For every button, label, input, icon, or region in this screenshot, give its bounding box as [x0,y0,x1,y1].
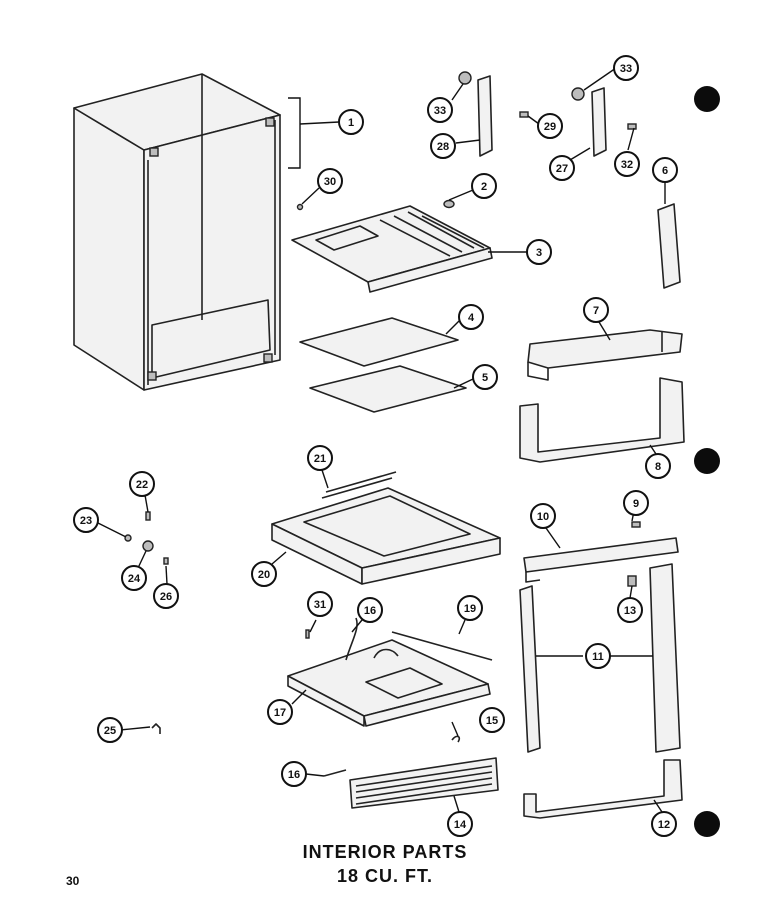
callout-33-left: 33 [427,97,453,123]
shelf-rail-left [458,71,529,157]
callout-16-spring: 16 [357,597,383,623]
callout-31: 31 [307,591,333,617]
glass-panel [299,317,459,367]
door-frame [519,521,683,819]
svg-text:30: 30 [324,176,336,188]
callout-32: 32 [614,151,640,177]
callout-15: 15 [479,707,505,733]
svg-text:24: 24 [128,573,141,585]
svg-text:11: 11 [592,651,604,663]
svg-text:8: 8 [655,461,661,473]
svg-text:20: 20 [258,569,270,581]
lower-trim-frame [519,377,685,463]
callout-6: 6 [652,157,678,183]
callout-17: 17 [267,699,293,725]
page-number: 30 [66,874,80,888]
crisper-cover [291,199,493,293]
drawer-rack [271,471,501,585]
callout-9: 9 [623,490,649,516]
svg-text:21: 21 [314,453,326,465]
svg-text:2: 2 [481,181,487,193]
callout-4: 4 [458,304,484,330]
svg-text:25: 25 [104,725,116,737]
svg-text:31: 31 [314,599,326,611]
breaker-strip [657,203,681,289]
svg-text:1: 1 [348,117,354,129]
svg-text:17: 17 [274,707,286,719]
callout-2: 2 [471,173,497,199]
svg-text:10: 10 [537,511,549,523]
svg-text:22: 22 [136,479,148,491]
svg-text:12: 12 [658,819,670,831]
callout-19: 19 [457,595,483,621]
callout-1: 1 [338,109,364,135]
callout-11: 11 [585,643,611,669]
svg-text:19: 19 [464,603,476,615]
grille-assembly [151,723,499,809]
svg-text:6: 6 [662,165,668,177]
shelf-rail-right [571,87,637,157]
cabinet-liner [73,73,301,391]
callout-21: 21 [307,445,333,471]
callout-5: 5 [472,364,498,390]
crisper-pan [287,617,493,727]
callout-26: 26 [153,583,179,609]
callout-20: 20 [251,561,277,587]
callout-30: 30 [317,168,343,194]
insert-panel [309,365,467,413]
svg-text:28: 28 [437,141,449,153]
svg-text:27: 27 [556,163,568,175]
svg-text:23: 23 [80,515,92,527]
callout-27: 27 [549,155,575,181]
binder-hole-bottom [694,811,720,837]
diagram-subtitle: 18 CU. FT. [336,866,434,886]
svg-text:29: 29 [544,121,556,133]
svg-text:7: 7 [593,305,599,317]
svg-text:26: 26 [160,591,172,603]
binder-hole-top [694,86,720,112]
callout-10: 10 [530,503,556,529]
svg-text:32: 32 [621,159,633,171]
binder-hole-middle [694,448,720,474]
callout-8: 8 [645,453,671,479]
callout-29: 29 [537,113,563,139]
svg-text:9: 9 [633,498,639,510]
callout-22: 22 [129,471,155,497]
callout-7: 7 [583,297,609,323]
svg-text:13: 13 [624,605,636,617]
upper-trim-frame [527,329,683,381]
svg-text:16: 16 [288,769,300,781]
callout-24: 24 [121,565,147,591]
callout-33-right: 33 [613,55,639,81]
svg-text:15: 15 [486,715,498,727]
callout-14: 14 [447,811,473,837]
callout-12: 12 [651,811,677,837]
callout-25: 25 [97,717,123,743]
svg-text:5: 5 [482,372,488,384]
svg-text:14: 14 [454,819,467,831]
callout-23: 23 [73,507,99,533]
diagram-title: INTERIOR PARTS [302,842,468,862]
svg-text:33: 33 [620,63,632,75]
callout-3: 3 [526,239,552,265]
svg-text:33: 33 [434,105,446,117]
hardware-group-left [124,511,169,565]
svg-text:16: 16 [364,605,376,617]
svg-text:4: 4 [468,312,475,324]
callout-28: 28 [430,133,456,159]
svg-text:3: 3 [536,247,542,259]
callout-13: 13 [617,597,643,623]
callout-16-grille: 16 [281,761,307,787]
